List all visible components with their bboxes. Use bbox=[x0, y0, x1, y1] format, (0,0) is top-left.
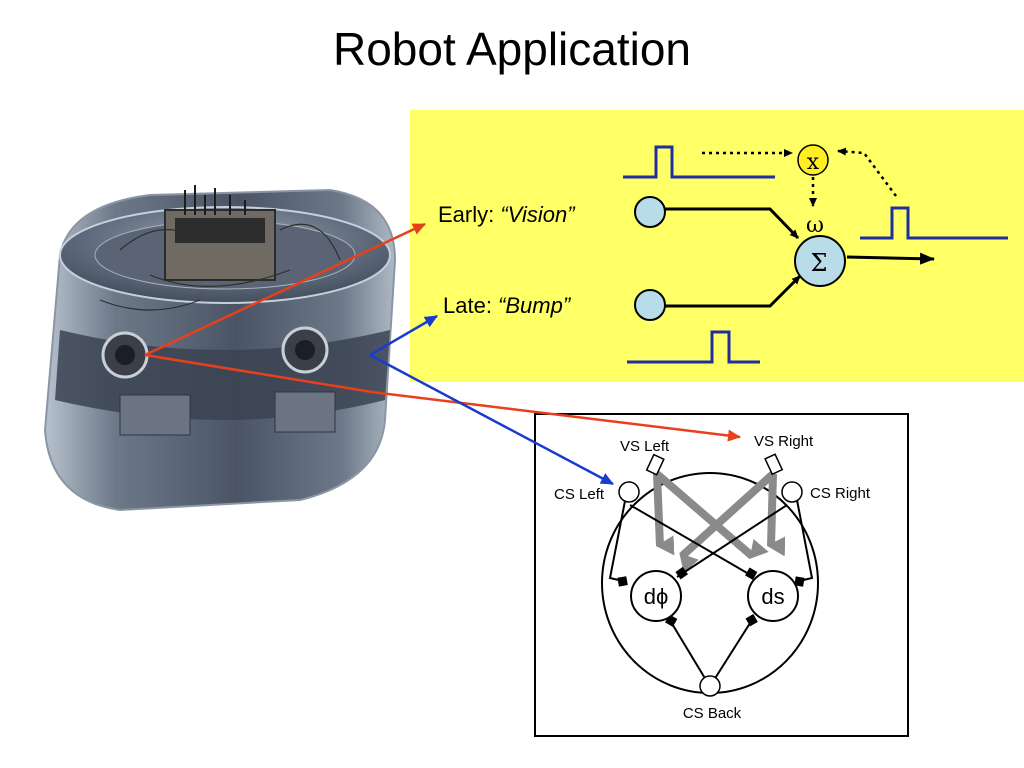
dotted-arrow-from-output bbox=[837, 147, 898, 197]
cs-back-to-dphi-line bbox=[670, 621, 707, 681]
cs-left-blue-arrow bbox=[369, 353, 614, 486]
cs-back-to-ds-line bbox=[713, 619, 753, 681]
early-vision-red-arrow bbox=[144, 222, 426, 357]
cs-back-sensor bbox=[699, 675, 721, 697]
slide-title: Robot Application bbox=[332, 23, 692, 75]
learning-panel bbox=[410, 110, 1024, 382]
late-label: Late: “Bump” bbox=[443, 293, 572, 318]
vs-left-to-ds-arrow bbox=[654, 470, 769, 560]
vs-right-label: VS Right bbox=[754, 433, 814, 450]
late-bump-blue-arrow bbox=[369, 314, 438, 357]
pulse-top bbox=[623, 145, 775, 179]
network-diagram-box bbox=[534, 413, 909, 737]
cs-back-label: CS Back bbox=[683, 705, 742, 722]
late-input-line bbox=[665, 274, 802, 308]
early-input-line bbox=[665, 207, 800, 240]
cs-right-sensor bbox=[781, 481, 803, 503]
dphi-neuron-label: dϕ bbox=[644, 584, 669, 609]
pulse-signals bbox=[623, 145, 1008, 364]
multiplier-node bbox=[797, 144, 829, 176]
ds-neuron-label: ds bbox=[761, 584, 784, 609]
weight-symbol: ω bbox=[806, 213, 824, 238]
early-label: Early: “Vision” bbox=[438, 202, 576, 227]
cs-left-sensor bbox=[618, 481, 640, 503]
vs-right-to-ds-arrow bbox=[767, 473, 786, 557]
dphi-neuron bbox=[630, 570, 682, 622]
multiply-symbol: x bbox=[807, 150, 820, 175]
vs-left-sensor bbox=[645, 453, 665, 476]
cs-right-to-dphi-line bbox=[676, 504, 788, 578]
vs-right-red-arrow bbox=[144, 353, 741, 442]
pulse-bottom bbox=[627, 330, 760, 364]
pulse-right bbox=[860, 206, 1008, 240]
ds-neuron bbox=[747, 570, 799, 622]
vs-right-sensor bbox=[764, 453, 784, 476]
vs-left-label: VS Left bbox=[620, 438, 670, 455]
cs-right-label: CS Right bbox=[810, 485, 871, 502]
vs-left-to-dphi-arrow bbox=[653, 473, 675, 556]
late-input-node bbox=[634, 289, 666, 321]
summation-node bbox=[794, 235, 846, 287]
cs-left-to-ds-line bbox=[629, 504, 755, 578]
output-arrow bbox=[846, 252, 935, 265]
early-input-node bbox=[634, 196, 666, 228]
inhibitory-synapses bbox=[617, 566, 805, 627]
vs-right-to-dphi-arrow bbox=[679, 471, 776, 574]
sum-symbol: Σ bbox=[811, 249, 828, 277]
robot-photo bbox=[43, 185, 397, 512]
cs-left-label: CS Left bbox=[554, 486, 605, 503]
